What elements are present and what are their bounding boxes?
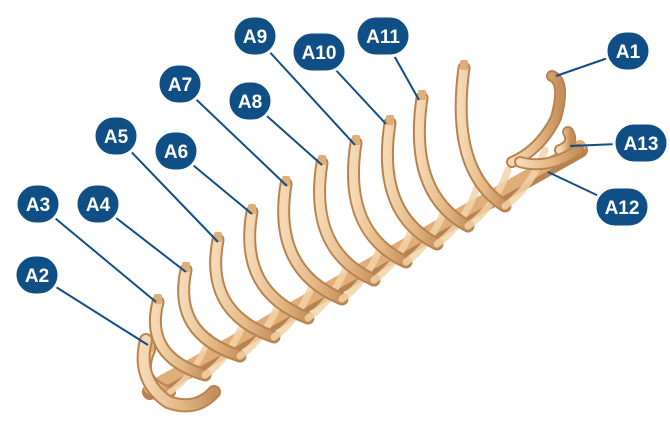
- callout-text: A8: [238, 92, 262, 113]
- callout-label-a13: A13: [614, 123, 668, 163]
- callout-label-a8: A8: [228, 81, 272, 121]
- callout-text: A3: [26, 195, 50, 216]
- callout-text: A7: [168, 75, 192, 96]
- callout-label-a1: A1: [606, 31, 650, 71]
- callout-label-a5: A5: [94, 116, 138, 156]
- callout-label-a7: A7: [158, 64, 202, 104]
- callout-label-a12: A12: [595, 187, 649, 227]
- callout-label-a4: A4: [76, 184, 120, 224]
- callout-label-a3: A3: [16, 184, 60, 224]
- callout-text: A11: [366, 27, 400, 48]
- callout-text: A13: [624, 134, 659, 155]
- callout-text: A6: [164, 142, 188, 163]
- callout-label-a6: A6: [154, 131, 198, 171]
- callout-text: A12: [605, 198, 640, 219]
- callout-text: A2: [25, 266, 49, 287]
- rib-tab: [386, 115, 394, 125]
- callout-text: A9: [243, 27, 267, 48]
- rib-tab: [460, 60, 468, 70]
- callout-label-a9: A9: [233, 16, 277, 56]
- bow-piece: [512, 76, 560, 162]
- callout-label-a11: A11: [356, 16, 410, 56]
- callout-label-a2: A2: [15, 255, 59, 295]
- callout-text: A5: [104, 127, 129, 148]
- callout-label-a10: A10: [292, 32, 346, 72]
- callout-text: A4: [86, 195, 111, 216]
- callout-text: A1: [616, 42, 641, 63]
- callout-text: A10: [302, 43, 337, 64]
